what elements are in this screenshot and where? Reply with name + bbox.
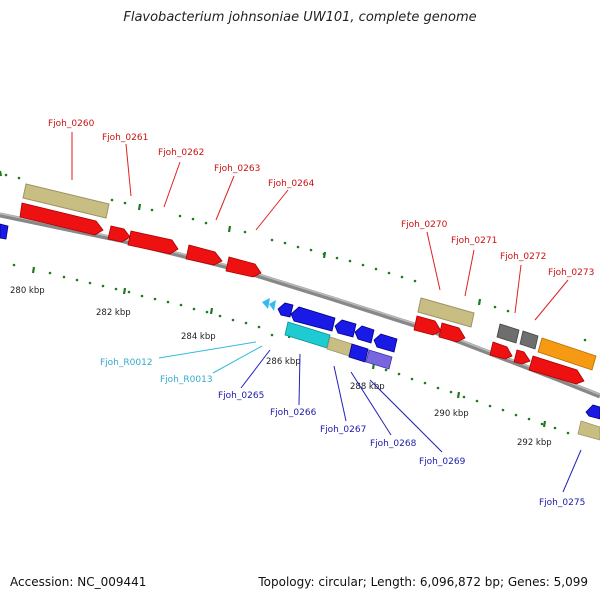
gene-fjoh-0268-box[interactable] <box>348 343 369 363</box>
label-fjoh-0264[interactable]: Fjoh_0264 <box>268 179 315 189</box>
label-fjoh-0260[interactable]: Fjoh_0260 <box>48 119 95 129</box>
label-fjoh-0261[interactable]: Fjoh_0261 <box>102 133 148 143</box>
tick-label-284: 284 kbp <box>181 332 216 342</box>
forward-features <box>19 183 597 385</box>
label-fjoh-r0013[interactable]: Fjoh_R0013 <box>160 375 213 385</box>
label-fjoh-0262[interactable]: Fjoh_0262 <box>158 148 204 158</box>
gene-fjoh-0267-block[interactable] <box>326 336 353 357</box>
gene-fjoh-0272-gray-b[interactable] <box>519 330 539 350</box>
gene-fjoh-0275-arrow[interactable] <box>585 404 600 420</box>
gene-fjoh-0270-arrow[interactable] <box>413 315 442 336</box>
gene-fjoh-0265-arrow[interactable] <box>277 302 294 318</box>
tick-label-286: 286 kbp <box>266 357 301 367</box>
rna-fjoh-r0012[interactable] <box>262 298 270 309</box>
forward-tick-marks <box>0 170 482 306</box>
label-fjoh-0263[interactable]: Fjoh_0263 <box>214 164 260 174</box>
kbp-tick-labels: 280 kbp 282 kbp 284 kbp 286 kbp 288 kbp … <box>10 286 552 448</box>
gene-fjoh-0271-arrow[interactable] <box>438 322 466 343</box>
tick-label-282: 282 kbp <box>96 308 131 318</box>
reverse-features <box>0 223 600 441</box>
label-fjoh-0271[interactable]: Fjoh_0271 <box>451 236 497 246</box>
reverse-leader-lines <box>158 341 582 493</box>
rna-fjoh-r0013[interactable] <box>269 300 276 311</box>
gene-left-edge-blue[interactable] <box>0 223 9 240</box>
gene-fjoh-0268-arrow-a[interactable] <box>354 325 375 344</box>
tick-label-290: 290 kbp <box>434 409 469 419</box>
map-title: Flavobacterium johnsoniae UW101, complet… <box>123 10 477 25</box>
tick-label-288: 288 kbp <box>350 382 385 392</box>
forward-leader-lines <box>71 132 569 321</box>
label-fjoh-0272[interactable]: Fjoh_0272 <box>500 252 546 262</box>
label-fjoh-0275[interactable]: Fjoh_0275 <box>539 498 585 508</box>
gene-fjoh-0275-block[interactable] <box>577 420 600 441</box>
gene-fjoh-0263-arrow[interactable] <box>185 244 223 266</box>
gene-fjoh-0267-arrow[interactable] <box>334 319 357 338</box>
forward-gene-labels: Fjoh_0260 Fjoh_0261 Fjoh_0262 Fjoh_0263 … <box>48 119 594 278</box>
gene-fjoh-0260-block[interactable] <box>22 183 110 219</box>
label-fjoh-0270[interactable]: Fjoh_0270 <box>401 220 448 230</box>
label-fjoh-0267[interactable]: Fjoh_0267 <box>320 425 366 435</box>
gene-fjoh-0261-arrow[interactable] <box>107 225 131 243</box>
reverse-gene-labels: Fjoh_R0012 Fjoh_R0013 Fjoh_0265 Fjoh_026… <box>100 358 585 508</box>
label-fjoh-0269[interactable]: Fjoh_0269 <box>419 457 466 467</box>
label-fjoh-0265[interactable]: Fjoh_0265 <box>218 391 264 401</box>
gene-fjoh-0269-purple[interactable] <box>365 349 393 370</box>
gene-fjoh-0273-arrow[interactable] <box>528 355 585 385</box>
topology-text: Topology: circular; Length: 6,096,872 bp… <box>258 575 588 589</box>
reverse-dot-track <box>12 263 570 435</box>
gene-fjoh-0273-orange[interactable] <box>537 337 597 371</box>
accession-text: Accession: NC_009441 <box>10 575 147 589</box>
label-fjoh-0266[interactable]: Fjoh_0266 <box>270 408 317 418</box>
genome-map-canvas: 280 kbp 282 kbp 284 kbp 286 kbp 288 kbp … <box>0 119 600 508</box>
gene-fjoh-0260-arrow[interactable] <box>19 202 104 236</box>
label-fjoh-r0012[interactable]: Fjoh_R0012 <box>100 358 153 368</box>
tick-label-292: 292 kbp <box>517 438 552 448</box>
gene-fjoh-0262-arrow[interactable] <box>127 230 179 255</box>
gene-fjoh-0270-block[interactable] <box>417 297 475 328</box>
gene-fjoh-0266-arrow[interactable] <box>290 306 336 332</box>
gene-fjoh-0272-arrow-b[interactable] <box>513 349 531 365</box>
gene-fjoh-0272-arrow-a[interactable] <box>489 341 513 360</box>
label-fjoh-0268[interactable]: Fjoh_0268 <box>370 439 417 449</box>
tick-label-280: 280 kbp <box>10 286 45 296</box>
gene-fjoh-0268-arrow-b[interactable] <box>373 333 398 353</box>
label-fjoh-0273[interactable]: Fjoh_0273 <box>548 268 594 278</box>
gene-fjoh-0272-gray-a[interactable] <box>496 323 520 344</box>
gene-fjoh-0264-arrow[interactable] <box>225 256 262 278</box>
